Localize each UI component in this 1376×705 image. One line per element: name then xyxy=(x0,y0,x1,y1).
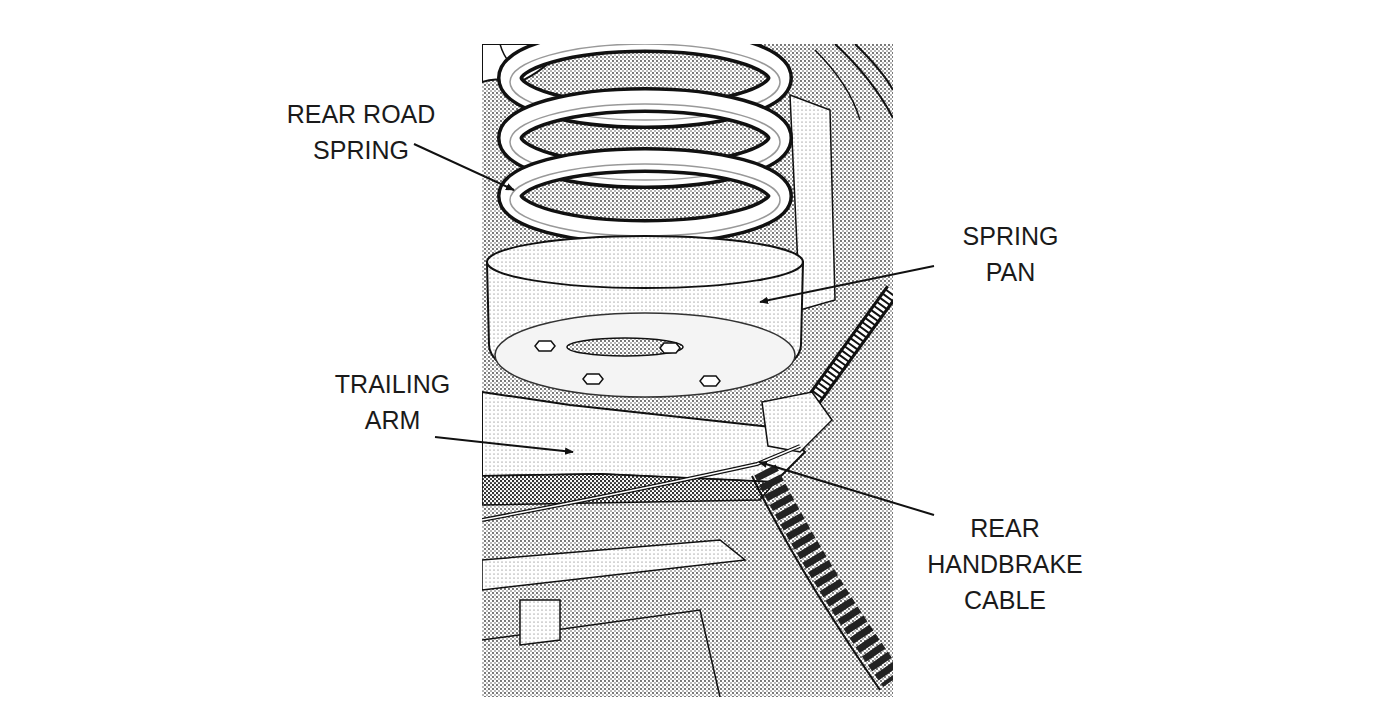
coil-spring xyxy=(510,44,780,236)
spring-pan xyxy=(487,236,803,397)
leader-line xyxy=(435,437,573,452)
tyre-edge xyxy=(752,476,880,690)
nut xyxy=(583,374,603,384)
cable-sheath xyxy=(812,290,893,402)
cable-sheath xyxy=(812,290,893,402)
tyre-tread xyxy=(765,470,893,680)
floor-member xyxy=(482,540,745,590)
suspension-picture xyxy=(482,44,893,697)
part-label: REAR HANDBRAKE CABLE xyxy=(915,510,1095,618)
spring-coil xyxy=(510,164,780,236)
handbrake-cable xyxy=(482,446,800,520)
body-panel xyxy=(855,44,893,90)
part-label: REAR ROAD SPRING xyxy=(276,96,446,168)
leader-line xyxy=(414,144,514,190)
leader-line xyxy=(760,266,934,302)
stipple-ground xyxy=(482,44,893,697)
pan-rim xyxy=(487,236,803,288)
floor-member xyxy=(520,600,560,645)
nut xyxy=(660,343,680,353)
spring-coil xyxy=(510,160,780,232)
part-label: TRAILING ARM xyxy=(325,366,460,438)
nut xyxy=(535,341,555,351)
spring-coil xyxy=(510,160,780,232)
floor-member xyxy=(482,610,720,697)
body-panel xyxy=(835,44,893,118)
part-label: SPRING PAN xyxy=(953,218,1068,290)
cable-bracket xyxy=(762,392,832,452)
pan-base xyxy=(495,313,795,397)
pan-slot xyxy=(567,338,683,356)
leader-line xyxy=(759,462,934,515)
nut xyxy=(700,376,720,386)
trailing-arm xyxy=(482,392,805,482)
handbrake-cable xyxy=(482,446,800,520)
